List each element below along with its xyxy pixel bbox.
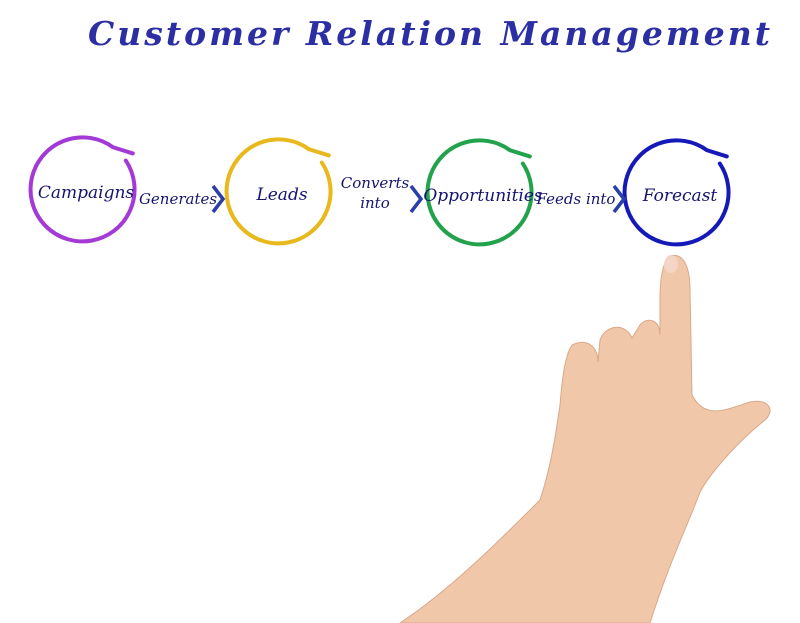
node-circle-campaigns — [28, 135, 137, 244]
connector-label: Generates — [138, 190, 218, 208]
chevron-right-icon — [612, 184, 627, 214]
diagram-title: Customer Relation Management — [88, 14, 773, 53]
chevron-right-icon — [211, 184, 226, 214]
node-circle-opportunities — [425, 138, 534, 247]
chevron-right-icon — [409, 184, 424, 214]
pointing-hand-image — [399, 254, 771, 623]
node-circle-forecast — [622, 138, 731, 247]
node-circle-leads — [224, 137, 333, 246]
connector-label: Feeds into — [536, 190, 616, 208]
node-label-campaigns: Campaigns — [37, 183, 135, 203]
node-label-forecast: Forecast — [642, 186, 718, 206]
node-label-opportunities: Opportunities — [423, 186, 543, 206]
node-label-leads: Leads — [256, 185, 308, 205]
